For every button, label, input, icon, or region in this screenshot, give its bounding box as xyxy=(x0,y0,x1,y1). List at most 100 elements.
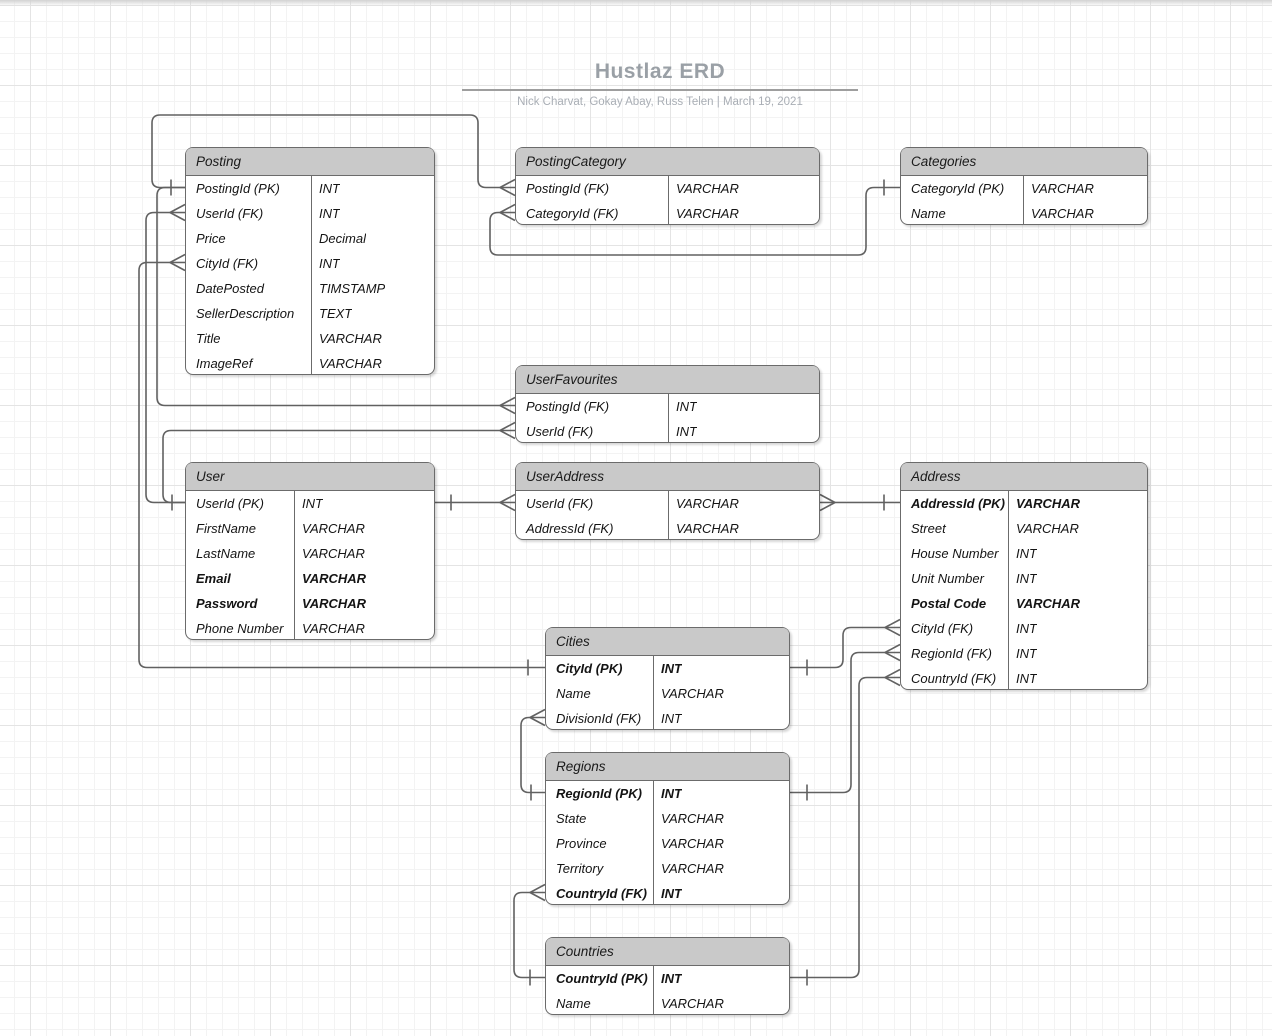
relationship-line[interactable] xyxy=(790,626,900,669)
field-name: Name xyxy=(911,206,946,221)
column-divider xyxy=(653,781,655,904)
field-name: Postal Code xyxy=(911,596,987,611)
relationship-line[interactable] xyxy=(790,651,900,794)
table-row: Name VARCHAR xyxy=(546,991,789,1016)
relationship-line[interactable] xyxy=(520,716,545,794)
field-name: CountryId (FK) xyxy=(556,886,647,901)
field-name: Unit Number xyxy=(911,571,984,586)
field-name: Name xyxy=(556,996,591,1011)
field-name: CityId (FK) xyxy=(911,621,974,636)
table-row: Street VARCHAR xyxy=(901,516,1147,541)
field-type: INT xyxy=(661,786,682,801)
relationship-user-userid-posting-userid[interactable] xyxy=(145,203,186,511)
field-type: VARCHAR xyxy=(319,331,382,346)
diagram-title-block[interactable]: Hustlaz ERD Nick Charvat, Gokay Abay, Ru… xyxy=(410,60,910,108)
field-type: VARCHAR xyxy=(302,596,367,611)
field-type: VARCHAR xyxy=(1016,521,1079,536)
field-type: TEXT xyxy=(319,306,353,321)
relationship-line[interactable] xyxy=(151,114,515,189)
field-type: INT xyxy=(661,661,682,676)
relationship-line[interactable] xyxy=(513,891,545,979)
crow-foot-many-marker xyxy=(499,178,516,197)
relationship-line[interactable] xyxy=(156,186,515,407)
field-name: CountryId (PK) xyxy=(556,971,648,986)
table-row: CategoryId (FK)VARCHAR xyxy=(516,201,819,226)
table-row: AddressId (PK)VARCHAR xyxy=(901,491,1147,516)
relationship-regions-regionid-cities-divisionid[interactable] xyxy=(520,708,546,801)
relationship-posting-postingid-userfavourites-postingid[interactable] xyxy=(156,186,516,415)
table-row: CategoryId (PK)VARCHAR xyxy=(901,176,1147,201)
relationship-line[interactable] xyxy=(162,429,515,504)
relationship-countries-countryid-regions-countryid[interactable] xyxy=(513,883,546,986)
table-row: UserId (FK)INT xyxy=(186,201,434,226)
field-type: INT xyxy=(319,206,340,221)
crow-foot-many-marker xyxy=(819,493,836,512)
crow-foot-many-marker xyxy=(529,883,546,902)
field-name: UserId (FK) xyxy=(526,496,594,511)
table-row: PostingId (PK)INT xyxy=(186,176,434,201)
field-name: RegionId (PK) xyxy=(556,786,642,801)
field-name: ImageRef xyxy=(196,356,253,371)
field-type: VARCHAR xyxy=(661,996,724,1011)
relationship-cities-cityid-posting-cityid[interactable] xyxy=(138,253,545,676)
field-type: INT xyxy=(676,424,697,439)
field-name: Street xyxy=(911,521,946,536)
field-type: VARCHAR xyxy=(1031,181,1094,196)
relationship-line[interactable] xyxy=(790,676,900,979)
column-divider xyxy=(1008,491,1010,689)
relationship-regions-regionid-address-regionid[interactable] xyxy=(790,643,901,801)
relationship-line[interactable] xyxy=(489,186,900,256)
relationship-cities-cityid-address-cityid[interactable] xyxy=(790,618,901,676)
relationship-address-addressid-useraddress-addressid[interactable] xyxy=(819,493,900,512)
field-name: Password xyxy=(196,596,258,611)
relationship-countries-countryid-address-countryid[interactable] xyxy=(790,668,901,986)
crow-foot-many-marker xyxy=(499,203,516,222)
crow-foot-many-marker xyxy=(884,618,901,637)
relationship-line[interactable] xyxy=(145,211,185,504)
field-name: Province xyxy=(556,836,607,851)
table-title: PostingCategory xyxy=(516,148,819,176)
field-name: State xyxy=(556,811,587,826)
relationship-line[interactable] xyxy=(138,261,545,669)
field-type: VARCHAR xyxy=(302,571,367,586)
crow-foot-many-marker xyxy=(884,643,901,662)
relationship-user-userid-useraddress-userid[interactable] xyxy=(435,493,516,512)
table-row: UserId (FK)VARCHAR xyxy=(516,491,819,516)
field-type: INT xyxy=(661,971,682,986)
table-row: CityId (PK)INT xyxy=(546,656,789,681)
table-row: CountryId (FK)INT xyxy=(546,881,789,906)
table-row: AddressId (FK)VARCHAR xyxy=(516,516,819,541)
field-name: Price xyxy=(196,231,226,246)
field-type: VARCHAR xyxy=(1016,496,1081,511)
field-name: PostingId (PK) xyxy=(196,181,280,196)
field-name: LastName xyxy=(196,546,256,561)
title-divider xyxy=(462,89,858,91)
relationship-categories-categoryid-postingcategory-categoryid[interactable] xyxy=(489,179,900,256)
table-row: Unit Number INT xyxy=(901,566,1147,591)
field-name: UserId (FK) xyxy=(526,424,594,439)
field-name: PostingId (FK) xyxy=(526,181,610,196)
relationship-user-userid-userfavourites-userid[interactable] xyxy=(162,421,516,504)
table-row: PostingId (FK)INT xyxy=(516,394,819,419)
field-type: INT xyxy=(1016,571,1037,586)
field-name: AddressId (FK) xyxy=(526,521,614,536)
